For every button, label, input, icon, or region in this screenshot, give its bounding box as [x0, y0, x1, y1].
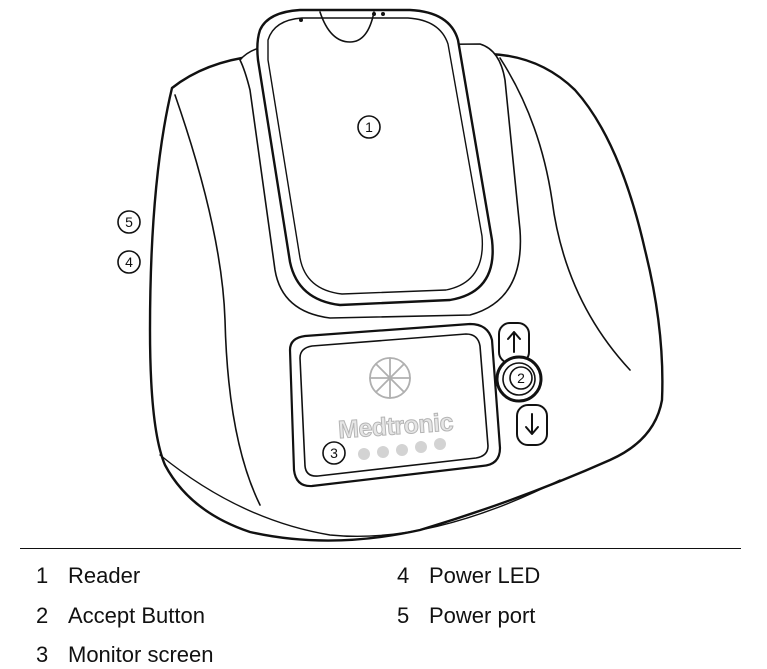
legend-number: 1: [36, 563, 49, 588]
callout-3: 3: [330, 445, 338, 461]
legend-number: 5: [397, 603, 410, 628]
legend-label: Accept Button: [68, 603, 205, 628]
legend-number: 2: [36, 603, 49, 628]
legend-number: 3: [36, 642, 49, 667]
legend-item-accept-button: 2 Accept Button: [20, 603, 205, 629]
legend-item-reader: 1 Reader: [20, 563, 140, 589]
legend-item-power-port: 5 Power port: [381, 603, 535, 629]
legend-label: Reader: [68, 563, 141, 588]
legend-number: 4: [397, 563, 410, 588]
legend-divider: [20, 548, 741, 549]
device-illustration: Medtronic 1 2 3 4 5: [117, 8, 664, 542]
legend-label: Power LED: [429, 563, 541, 588]
legend-label: Power port: [429, 603, 536, 628]
callout-4: 4: [125, 254, 133, 270]
reader-outline: [256, 8, 494, 307]
legend-label: Monitor screen: [68, 642, 214, 667]
legend-item-monitor-screen: 3 Monitor screen: [20, 642, 214, 668]
legend-item-power-led: 4 Power LED: [381, 563, 540, 589]
callout-1: 1: [365, 119, 373, 135]
callout-5: 5: [125, 214, 133, 230]
callout-2: 2: [517, 370, 525, 386]
